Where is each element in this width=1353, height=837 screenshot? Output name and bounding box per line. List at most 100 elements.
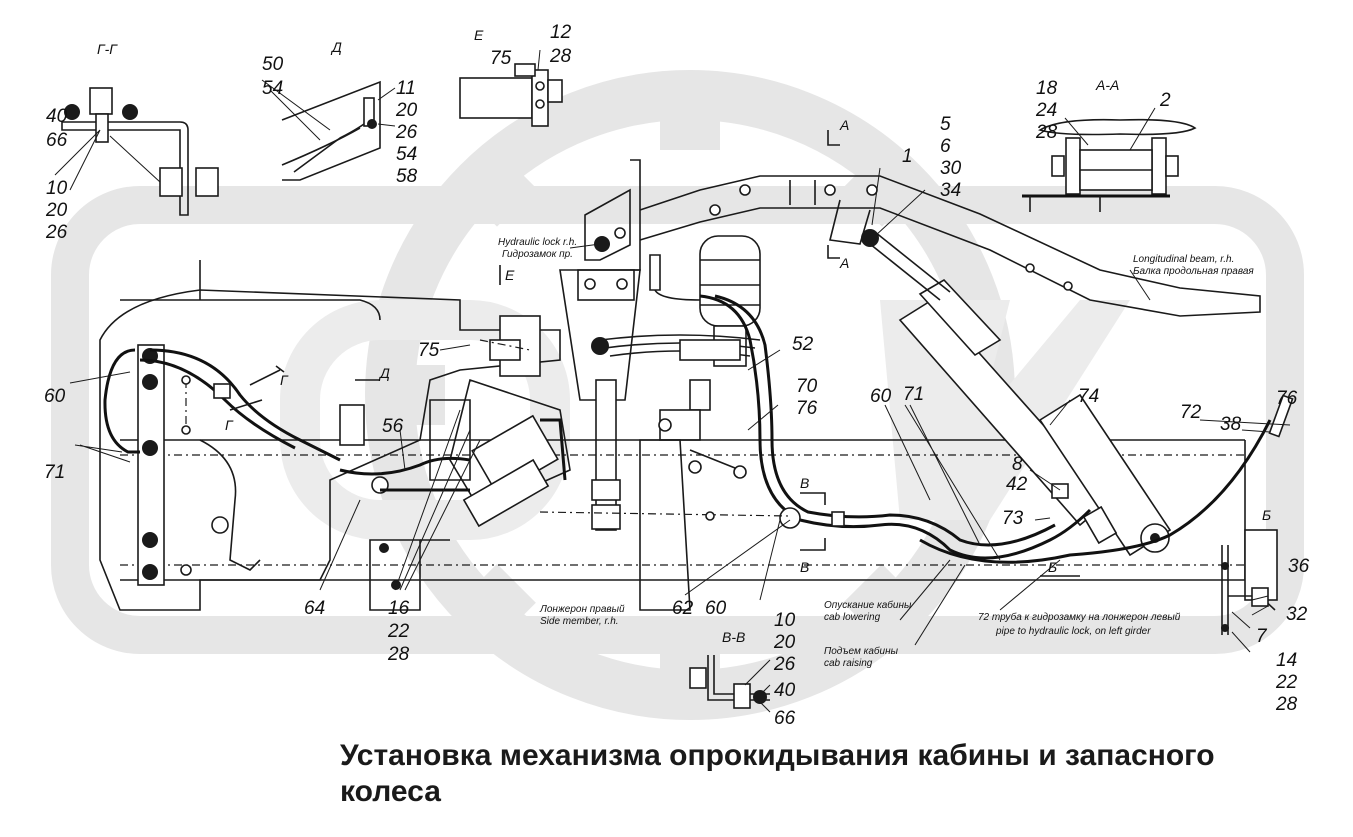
leaf-spring [591, 334, 761, 479]
leader-lines [69, 167, 1291, 713]
left-hose-loop [103, 348, 341, 462]
view-a-a-label: А-А [1095, 77, 1119, 93]
callout: 36 [1288, 556, 1310, 577]
section-d-mark: Д [378, 365, 390, 381]
callout: 38 [1220, 414, 1242, 435]
note-cab-lowering-ru: Опускание кабины [824, 599, 912, 611]
section-v-bottom: В [800, 559, 809, 575]
tilt-cylinder [861, 229, 1172, 557]
view-b-label: Б [1262, 507, 1271, 523]
callout: 26 [773, 654, 796, 675]
callout: 60 [870, 386, 892, 407]
callout: 20 [45, 200, 68, 221]
note-side-member-ru: Лонжерон правый [539, 604, 625, 615]
callout: 14 [1276, 650, 1297, 671]
callout: 75 [418, 340, 440, 361]
callout: 66 [774, 708, 796, 729]
view-v-v-label: В-В [722, 629, 745, 645]
callout: 24 [1035, 100, 1057, 121]
section-a-bottom: А [839, 255, 849, 271]
note-hydraulic-lock-en: Hydraulic lock r.h. [498, 237, 577, 248]
view-d: Д [261, 39, 396, 181]
hydraulic-hoses [539, 294, 1294, 564]
callout: 60 [705, 598, 727, 619]
callout-numbers: 40 66 10 20 26 50 54 11 20 26 54 58 75 1… [44, 22, 1310, 729]
view-g-g-label: Г-Г [97, 41, 118, 57]
note-pipe-ru: 72 труба к гидрозамку на лонжерон левый [978, 611, 1181, 623]
callout: 28 [1035, 122, 1058, 143]
callout: 26 [45, 222, 68, 243]
note-pipe-en: pipe to hydraulic lock, on left girder [995, 626, 1151, 637]
callout: 54 [396, 144, 417, 165]
callout: 10 [46, 178, 68, 199]
callout: 6 [940, 136, 951, 157]
callout: 58 [396, 166, 418, 187]
view-g-g: Г-Г [54, 41, 219, 216]
note-cab-raising-ru: Подъем кабины [824, 645, 899, 657]
callout: 42 [1006, 474, 1028, 495]
callout: 70 [796, 376, 818, 397]
callout: 28 [387, 644, 410, 665]
callout: 66 [46, 130, 68, 151]
cab-panel [99, 260, 561, 611]
callout: 28 [549, 46, 572, 67]
note-side-member-en: Side member, r.h. [540, 616, 619, 627]
callout: 71 [44, 462, 65, 483]
notes: Hydraulic lock r.h. Гидрозамок пр. Longi… [498, 237, 1254, 669]
view-a-a: А-А [1022, 77, 1197, 212]
callout: 8 [1012, 454, 1023, 475]
callout: 72 [1180, 402, 1202, 423]
view-d-label: Д [330, 39, 342, 55]
callout: 34 [940, 180, 961, 201]
view-b: Б [1221, 507, 1278, 635]
section-v-top: В [800, 475, 809, 491]
hydraulic-pump [339, 315, 571, 611]
note-long-beam-ru: Балка продольная правая [1133, 266, 1254, 277]
callout: 11 [396, 78, 416, 99]
callout: 40 [46, 106, 68, 127]
callout: 10 [774, 610, 796, 631]
callout: 2 [1159, 90, 1171, 111]
section-marks: А А Г Г Д Е В В Б [225, 117, 1080, 577]
callout: 64 [304, 598, 325, 619]
callout: 22 [387, 621, 410, 642]
section-a-top: А [839, 117, 849, 133]
callout: 76 [1276, 388, 1298, 409]
note-long-beam-en: Longitudinal beam, r.h. [1133, 254, 1234, 265]
view-v-v: В-В [689, 629, 770, 709]
callout: 76 [796, 398, 818, 419]
callout: 1 [902, 146, 913, 167]
callout: 16 [388, 598, 410, 619]
callout: 5 [940, 114, 951, 135]
callout: 71 [903, 384, 924, 405]
callout: 12 [550, 22, 572, 43]
drawing-caption: Установка механизма опрокидывания кабины… [340, 739, 1215, 808]
note-cab-lowering-en: cab lowering [824, 612, 881, 623]
hydraulic-lock-bracket [559, 159, 701, 401]
longitudinal-beam [639, 175, 1261, 317]
callout: 18 [1036, 78, 1058, 99]
note-hydraulic-lock-ru: Гидрозамок пр. [502, 249, 573, 260]
callout: 32 [1286, 604, 1308, 625]
section-e-mark: Е [505, 267, 515, 283]
section-g-right: Г [280, 372, 289, 388]
view-e: Е [459, 27, 563, 127]
callout: 40 [774, 680, 796, 701]
note-cab-raising-en: cab raising [824, 658, 873, 669]
callout: 73 [1002, 508, 1024, 529]
callout: 20 [395, 100, 418, 121]
callout: 20 [773, 632, 796, 653]
callout: 7 [1256, 626, 1268, 647]
callout: 60 [44, 386, 66, 407]
callout: 62 [672, 598, 694, 619]
callout: 54 [262, 78, 283, 99]
callout: 74 [1078, 386, 1099, 407]
callout: 22 [1275, 672, 1298, 693]
callout: 26 [395, 122, 418, 143]
callout: 30 [940, 158, 962, 179]
callout: 56 [382, 416, 404, 437]
section-g-left: Г [225, 417, 234, 433]
callout: 50 [262, 54, 284, 75]
